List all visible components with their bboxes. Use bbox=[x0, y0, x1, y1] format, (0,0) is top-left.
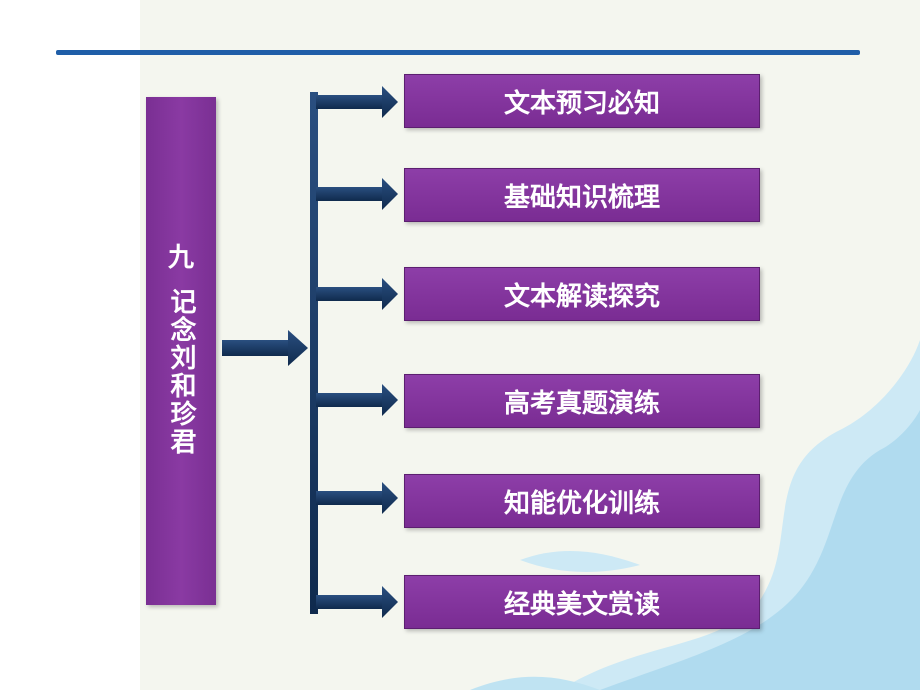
branch-arrow-1 bbox=[316, 86, 398, 118]
branch-arrow-4 bbox=[316, 384, 398, 416]
branch-arrow-5 bbox=[316, 482, 398, 514]
main-arrow bbox=[222, 330, 308, 366]
lesson-number: 九 bbox=[167, 243, 194, 273]
menu-item-preview[interactable]: 文本预习必知 bbox=[404, 74, 760, 128]
lesson-title-box: 九 记念刘和珍君 bbox=[146, 97, 216, 605]
top-divider-line bbox=[56, 50, 860, 55]
branch-arrow-2 bbox=[316, 178, 398, 210]
menu-item-analysis[interactable]: 文本解读探究 bbox=[404, 267, 760, 321]
menu-item-basics[interactable]: 基础知识梳理 bbox=[404, 168, 760, 222]
branch-arrow-3 bbox=[316, 278, 398, 310]
menu-item-reading[interactable]: 经典美文赏读 bbox=[404, 575, 760, 629]
branch-arrow-6 bbox=[316, 586, 398, 618]
menu-item-exam-practice[interactable]: 高考真题演练 bbox=[404, 374, 760, 428]
lesson-title: 记念刘和珍君 bbox=[166, 288, 196, 456]
menu-item-training[interactable]: 知能优化训练 bbox=[404, 474, 760, 528]
vertical-connector-bar bbox=[310, 92, 318, 614]
